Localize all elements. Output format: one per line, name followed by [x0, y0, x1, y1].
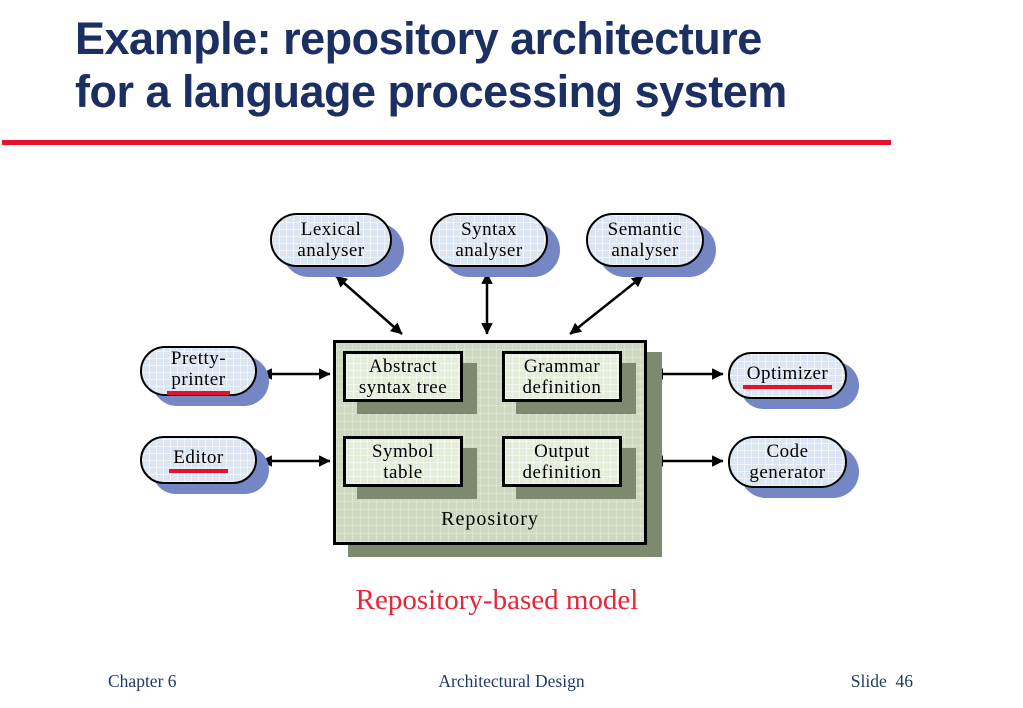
component-label: table — [383, 461, 423, 483]
node-syntax-analyser: Syntax analyser — [430, 213, 548, 267]
component-abstract-syntax-tree: Abstract syntax tree — [343, 351, 463, 402]
node-label: generator — [749, 462, 826, 483]
node-label: Semantic — [607, 219, 683, 240]
component-output-definition: Output definition — [502, 436, 622, 487]
component-label: definition — [522, 461, 602, 483]
footer-title: Architectural Design — [438, 671, 585, 691]
title-rule — [2, 140, 891, 145]
node-lexical-analyser: Lexical analyser — [270, 213, 392, 267]
node-label: Code — [766, 441, 809, 462]
node-code-generator: Code generator — [728, 436, 847, 488]
node-semantic-analyser: Semantic analyser — [586, 213, 704, 267]
slide-title-line1: Example: repository architecture — [75, 13, 762, 64]
node-editor: Editor — [140, 436, 257, 484]
slide-title-line2: for a language processing system — [75, 66, 787, 117]
component-symbol-table: Symbol table — [343, 436, 463, 487]
diagram-caption: Repository-based model — [355, 584, 639, 616]
node-label: analyser — [297, 240, 365, 261]
node-label: Pretty- — [170, 347, 227, 369]
repository-label: Repository — [441, 508, 539, 530]
component-label: Abstract — [368, 355, 438, 377]
arrow-lexical-repository — [335, 275, 403, 335]
node-label: analyser — [611, 240, 679, 261]
slide-title: Example: repository architecture for a l… — [75, 12, 975, 118]
node-optimizer: Optimizer — [728, 352, 847, 399]
component-label: definition — [522, 376, 602, 398]
arrow-semantic-repository — [569, 275, 644, 335]
component-label: syntax tree — [358, 376, 448, 398]
footer-slide-number: Slide 46 — [850, 671, 913, 691]
node-label: analyser — [455, 240, 523, 261]
component-grammar-definition: Grammar definition — [502, 351, 622, 402]
node-label-underlined: printer — [167, 369, 230, 395]
component-label: Output — [534, 440, 590, 462]
node-label-underlined: Editor — [169, 447, 228, 473]
component-label: Grammar — [523, 355, 601, 377]
node-label: Syntax — [461, 219, 517, 240]
node-pretty-printer: Pretty- printer — [140, 346, 257, 396]
node-label-underlined: Optimizer — [742, 363, 833, 389]
footer-chapter: Chapter 6 — [108, 671, 177, 691]
component-label: Symbol — [371, 440, 435, 462]
node-label: Lexical — [300, 219, 362, 240]
